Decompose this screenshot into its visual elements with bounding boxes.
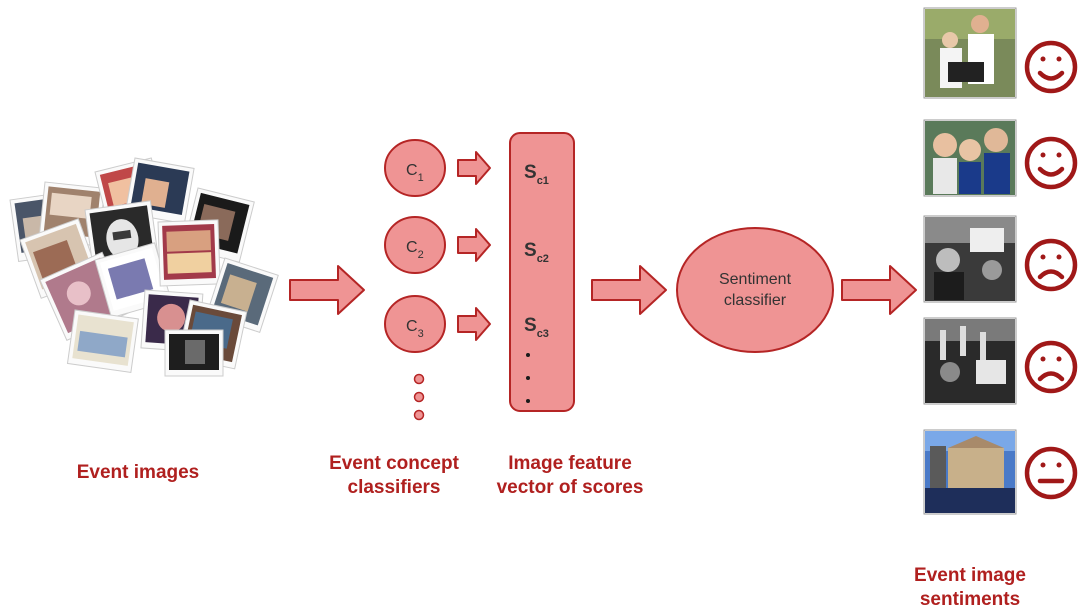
ellipsis-dot xyxy=(526,353,530,357)
happy-face-icon xyxy=(1024,40,1078,94)
neutral-face-icon xyxy=(1024,446,1078,500)
output-photo-4 xyxy=(923,317,1017,405)
concept-classifier-nodes: C1 C2 C3 xyxy=(384,139,446,421)
score-subscript: c1 xyxy=(537,175,549,187)
classifier-letter: C xyxy=(406,239,418,256)
classifier-letter: C xyxy=(406,318,418,335)
classifier-letter: C xyxy=(406,162,418,179)
output-photo-5 xyxy=(923,429,1017,515)
svg-text:Sc2: Sc2 xyxy=(524,240,549,265)
arrow-classifier-to-outputs xyxy=(841,265,917,315)
ellipsis-dot xyxy=(526,399,530,403)
score-letter: S xyxy=(524,315,537,336)
svg-text:C3: C3 xyxy=(406,318,424,340)
label-text: vector of scores xyxy=(496,477,644,498)
svg-text:Sc3: Sc3 xyxy=(524,315,549,340)
ellipsis-dot xyxy=(413,373,425,385)
label-text: Event concept xyxy=(329,453,459,474)
output-photos xyxy=(923,7,1017,515)
label-text: classifiers xyxy=(347,477,441,498)
classifier-node-c3 xyxy=(384,295,446,353)
label-text: Event images xyxy=(76,462,200,483)
label-text: Image feature xyxy=(508,453,632,474)
svg-text:Sc1: Sc1 xyxy=(524,162,549,187)
happy-face-icon xyxy=(1024,136,1078,190)
sad-face-icon xyxy=(1024,340,1078,394)
collage-photo xyxy=(66,309,139,373)
flow-arrows xyxy=(289,151,917,341)
score-letter: S xyxy=(524,240,537,261)
score-subscript: c3 xyxy=(537,328,549,340)
svg-text:C2: C2 xyxy=(406,239,424,261)
sentiment-faces xyxy=(1024,40,1078,500)
arrow-c1-to-s1 xyxy=(457,151,491,185)
sentiment-classifier: Sentiment classifier xyxy=(676,227,834,353)
ellipsis-dot xyxy=(413,409,425,421)
output-photo-2 xyxy=(923,119,1017,197)
sentiment-classifier-label-2: classifier xyxy=(724,292,787,309)
classifier-subscript: 3 xyxy=(418,328,424,340)
classifier-node-c2 xyxy=(384,216,446,274)
arrow-c3-to-s3 xyxy=(457,307,491,341)
score-vector-box xyxy=(509,132,575,412)
sad-face-icon xyxy=(1024,238,1078,292)
arrow-c2-to-s2 xyxy=(457,228,491,262)
ellipsis-dot xyxy=(413,391,425,403)
classifier-subscript: 1 xyxy=(418,172,424,184)
collage-photo xyxy=(164,329,224,377)
output-photo-1 xyxy=(923,7,1017,99)
label-event-concept-classifiers: Event concept classifiers xyxy=(308,452,480,500)
arrow-images-to-concepts xyxy=(289,265,365,315)
event-images-collage xyxy=(9,157,279,377)
label-text: sentiments xyxy=(919,589,1021,610)
label-image-feature-vector: Image feature vector of scores xyxy=(480,452,660,500)
output-photo-3 xyxy=(923,215,1017,303)
svg-text:C1: C1 xyxy=(406,162,424,184)
score-vector: Sc1 Sc2 Sc3 xyxy=(509,132,575,412)
score-letter: S xyxy=(524,162,537,183)
label-event-images: Event images xyxy=(48,461,228,485)
arrow-scores-to-classifier xyxy=(591,265,667,315)
classifier-node-c1 xyxy=(384,139,446,197)
label-event-image-sentiments: Event image sentiments xyxy=(890,564,1050,612)
label-text: Event image xyxy=(914,565,1026,586)
collage-photo xyxy=(157,219,221,287)
classifier-subscript: 2 xyxy=(418,249,424,261)
sentiment-classifier-node xyxy=(676,227,834,353)
sentiment-classifier-label-1: Sentiment xyxy=(719,271,792,288)
ellipsis-dot xyxy=(526,376,530,380)
score-subscript: c2 xyxy=(537,253,549,265)
